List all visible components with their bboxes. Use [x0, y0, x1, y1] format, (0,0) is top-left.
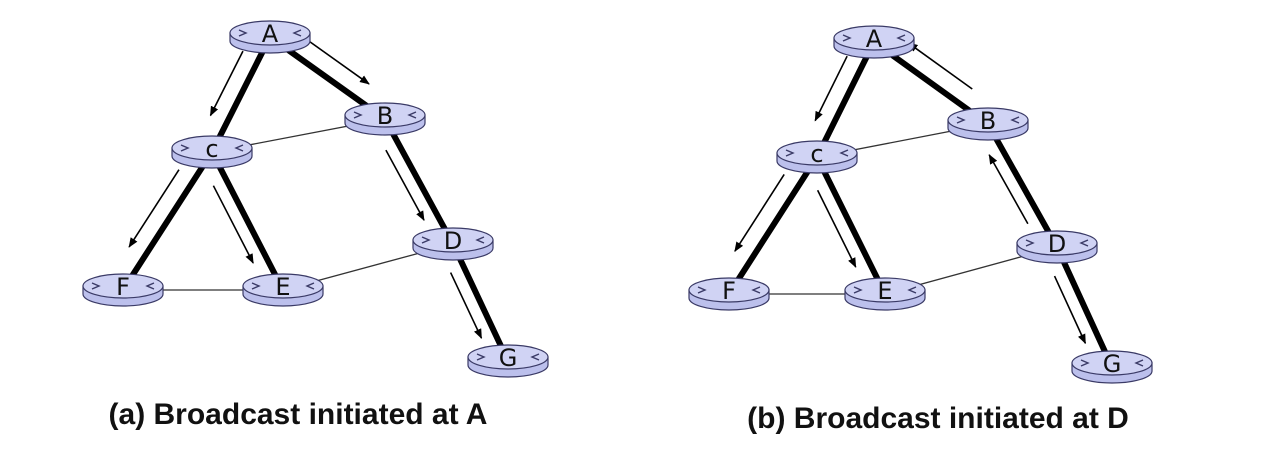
router-g: G [467, 344, 549, 378]
panel-a-edges [120, 34, 511, 364]
router-e: E [844, 277, 926, 311]
panel-b: A BcD E F G (b) Broadcast initiated at D [688, 25, 1153, 435]
link-c-f [726, 154, 820, 297]
router-a: A [833, 25, 915, 59]
forward-arrow-d-to-g [449, 272, 483, 339]
router-g: G [1071, 350, 1153, 384]
forward-arrow-a-to-c [209, 50, 244, 117]
panel-b-caption: (b) Broadcast initiated at D [747, 402, 1129, 435]
router-b: B [344, 102, 426, 136]
link-a-c [209, 34, 273, 155]
link-c-e [209, 149, 286, 293]
forward-arrow-c-to-e [212, 185, 254, 264]
link-b-d [985, 121, 1060, 250]
panel-a: A BcD E F G (a) Broadcast initiated at A [82, 20, 549, 431]
router-c-label: c [810, 140, 823, 168]
panel-b-routers: A BcD E F G [688, 25, 1153, 384]
router-b-label: B [980, 107, 996, 135]
link-a-c [814, 39, 877, 160]
router-c: c [171, 135, 253, 169]
panel-b-forwarding-arrows [734, 42, 1087, 345]
router-e-label: E [275, 273, 290, 301]
router-e-label: E [877, 277, 892, 305]
link-b-d [382, 116, 456, 247]
forward-arrow-c-to-e [816, 189, 857, 268]
forward-arrow-d-to-b [988, 154, 1029, 225]
panel-a-forwarding-arrows [128, 37, 483, 339]
router-a-label: A [262, 20, 279, 48]
router-d-label: D [444, 227, 462, 255]
link-c-e [814, 154, 888, 297]
router-b: B [947, 107, 1029, 141]
panel-b-edges [726, 39, 1115, 370]
forward-arrow-d-to-g [1053, 275, 1087, 345]
router-f-label: F [722, 277, 736, 305]
router-b-label: B [377, 102, 393, 130]
link-d-g [450, 241, 511, 364]
forward-arrow-a-to-c [814, 55, 848, 122]
router-g-label: G [1103, 350, 1122, 378]
router-d-label: D [1048, 230, 1066, 258]
router-f-label: F [116, 273, 130, 301]
router-d: D [412, 227, 494, 261]
panel-a-caption: (a) Broadcast initiated at A [109, 398, 488, 431]
forward-arrow-b-to-a [907, 42, 973, 90]
forward-arrow-b-to-d [385, 149, 425, 222]
panel-a-routers: A BcD E F G [82, 20, 549, 378]
router-f: F [82, 273, 164, 307]
router-g-label: G [499, 344, 518, 372]
router-e: E [242, 273, 324, 307]
forward-arrow-a-to-b [304, 37, 370, 85]
router-a-label: A [866, 25, 883, 53]
router-c: c [776, 140, 858, 174]
router-d: D [1016, 230, 1098, 264]
router-f: F [688, 277, 770, 311]
router-c-label: c [205, 135, 218, 163]
link-c-f [120, 149, 215, 293]
link-d-g [1054, 244, 1115, 370]
router-a: A [229, 20, 311, 54]
forward-arrow-c-to-f [128, 169, 180, 248]
forward-arrow-c-to-f [734, 174, 785, 253]
